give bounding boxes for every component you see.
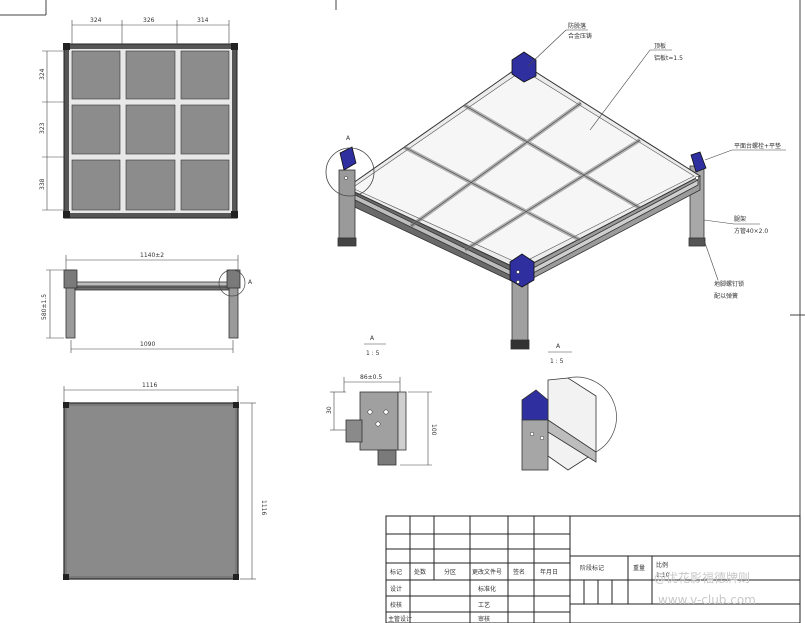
watermark-line-1: @优花影福德牌则	[654, 570, 750, 585]
front-detail-mark: A	[248, 279, 253, 286]
bottom-view: 1116 1116	[63, 382, 267, 580]
iso-detail-mark: A	[346, 135, 351, 142]
tb-weight-label: 重量	[633, 564, 645, 572]
top-dim-1: 324	[90, 17, 102, 24]
iso-detail-label: A	[556, 343, 561, 350]
tb-stage-label: 阶段标记	[580, 564, 604, 572]
left-dim-2: 323	[39, 122, 46, 134]
isometric-view: A 防脱落 合金压铸 顶板 铝板t=1.5 平面台螺栓+平垫 腿架 方管40×2…	[325, 22, 786, 350]
note-side-label: 平面台螺栓+平垫	[734, 142, 781, 150]
tb-row-2-right: 工艺	[478, 601, 490, 609]
front-view: A 1140±2 1090 580±1.5	[41, 252, 253, 353]
note-foot-2: 配以弹簧	[714, 292, 738, 300]
front-bottom-dim: 1090	[140, 341, 155, 348]
iso-detail-scale: 1 : 5	[550, 358, 564, 365]
note-corner-piece-1: 防脱落	[568, 22, 586, 30]
detail-a-scale: 1 : 5	[366, 350, 380, 357]
tb-header-3: 分区	[444, 568, 456, 576]
note-panel-2: 铝板t=1.5	[654, 54, 683, 62]
note-panel-1: 顶板	[654, 42, 666, 50]
note-leg-1: 腿架	[734, 215, 746, 223]
tb-row-3-right: 审核	[478, 615, 490, 623]
tb-row-1-left: 设计	[390, 585, 402, 593]
top-dim-3: 314	[197, 17, 209, 24]
left-dim-1: 324	[39, 68, 46, 80]
left-dim-3: 338	[39, 178, 46, 190]
detail-a-label: A	[370, 335, 375, 342]
tb-row-1-right: 标准化	[478, 585, 496, 593]
note-foot-1: 地脚螺钉锁	[714, 280, 744, 288]
note-corner-piece-2: 合金压铸	[568, 32, 592, 40]
tb-header-2: 处数	[414, 568, 426, 576]
top-view: 324 326 314 324 323 338	[39, 17, 238, 219]
top-dim-2: 326	[143, 17, 155, 24]
tb-row-3-left: 主管设计	[388, 615, 412, 623]
detail-iso-a: A 1 : 5	[521, 343, 617, 471]
front-left-dim: 580±1.5	[41, 294, 48, 320]
tb-header-4: 更改文件号	[472, 568, 502, 576]
note-leg-2: 方管40×2.0	[734, 227, 768, 235]
title-block-text: 标记 处数 分区 更改文件号 签名 年月日 设计 标准化 校核 工艺 主管设计 …	[388, 561, 670, 623]
detail-left-dim: 30	[326, 406, 333, 414]
title-block	[385, 515, 801, 623]
tb-header-6: 年月日	[540, 568, 558, 576]
bottom-top-dim: 1116	[142, 382, 157, 389]
detail-view-a: A 1 : 5 86±0.5 30 100	[326, 335, 437, 466]
detail-right-dim: 100	[430, 424, 437, 436]
tb-header-1: 标记	[390, 568, 402, 576]
bottom-right-dim: 1116	[260, 500, 267, 515]
detail-top-dim: 86±0.5	[360, 374, 382, 381]
tb-header-5: 签名	[513, 568, 525, 576]
tb-scale-label: 比例	[656, 561, 668, 569]
watermark-line-2: www.v-club.com	[658, 593, 756, 607]
tb-row-2-left: 校核	[390, 601, 402, 609]
tb-scale-value: 1:10	[656, 572, 670, 579]
front-top-dim: 1140±2	[140, 252, 164, 259]
